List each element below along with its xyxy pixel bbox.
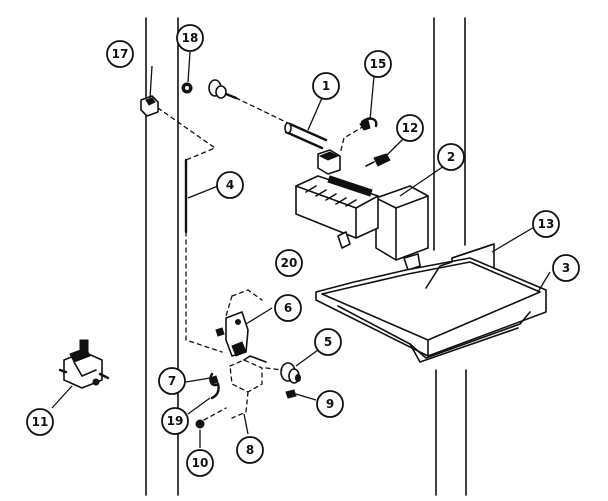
callout-19-label: 19 bbox=[167, 414, 184, 428]
leader-lines bbox=[51, 51, 551, 448]
callout-8-label: 8 bbox=[246, 443, 254, 457]
part-11-water-valve bbox=[58, 339, 110, 389]
part-7-clip bbox=[209, 372, 220, 387]
callout-12-label: 12 bbox=[402, 121, 419, 135]
callout-20: 20 bbox=[275, 249, 303, 277]
callout-2-label: 2 bbox=[447, 150, 455, 164]
callout-4: 4 bbox=[216, 171, 244, 199]
part-2-ice-maker bbox=[295, 149, 429, 271]
callout-1-label: 1 bbox=[322, 79, 330, 93]
callout-8: 8 bbox=[236, 436, 264, 464]
callout-7: 7 bbox=[158, 367, 186, 395]
part-1-fill-tube bbox=[284, 122, 328, 150]
callout-18: 18 bbox=[176, 24, 204, 52]
part-20-outline bbox=[225, 289, 263, 317]
callout-6: 6 bbox=[274, 294, 302, 322]
callout-13: 13 bbox=[532, 210, 560, 238]
callout-15-label: 15 bbox=[370, 57, 387, 71]
callout-15: 15 bbox=[364, 50, 392, 78]
callout-6-label: 6 bbox=[284, 301, 292, 315]
part-19-clip bbox=[210, 382, 220, 400]
callout-13-label: 13 bbox=[538, 217, 555, 231]
callout-3-label: 3 bbox=[562, 261, 570, 275]
callout-9: 9 bbox=[316, 390, 344, 418]
callout-11: 11 bbox=[26, 408, 54, 436]
callout-20-label: 20 bbox=[281, 256, 298, 270]
callout-3: 3 bbox=[552, 254, 580, 282]
callout-11-label: 11 bbox=[32, 415, 49, 429]
callout-5-label: 5 bbox=[324, 335, 332, 349]
part-17-clip bbox=[140, 95, 159, 117]
part-15-clip bbox=[339, 117, 378, 155]
fill-tube-fitting bbox=[208, 79, 238, 100]
callout-9-label: 9 bbox=[326, 397, 334, 411]
part-12-screw bbox=[365, 153, 391, 167]
callout-19: 19 bbox=[161, 407, 189, 435]
callout-5: 5 bbox=[314, 328, 342, 356]
callout-17-label: 17 bbox=[112, 47, 129, 61]
part-6-bracket bbox=[215, 311, 249, 357]
part-8-bracket bbox=[229, 355, 267, 419]
callout-10-label: 10 bbox=[192, 456, 209, 470]
callout-10: 10 bbox=[186, 449, 214, 477]
callout-4-label: 4 bbox=[226, 178, 234, 192]
part-4-wire-harness bbox=[157, 107, 223, 353]
part-9-nut bbox=[285, 389, 297, 399]
callout-7-label: 7 bbox=[168, 374, 176, 388]
part-18-fastener bbox=[181, 82, 193, 94]
callout-2: 2 bbox=[437, 143, 465, 171]
callout-1: 1 bbox=[312, 72, 340, 100]
callout-12: 12 bbox=[396, 114, 424, 142]
callout-18-label: 18 bbox=[182, 31, 199, 45]
part-3-ice-bin bbox=[315, 257, 547, 363]
part-5-fitting bbox=[265, 362, 301, 384]
callout-17: 17 bbox=[106, 40, 134, 68]
part-10-screw bbox=[195, 407, 227, 429]
